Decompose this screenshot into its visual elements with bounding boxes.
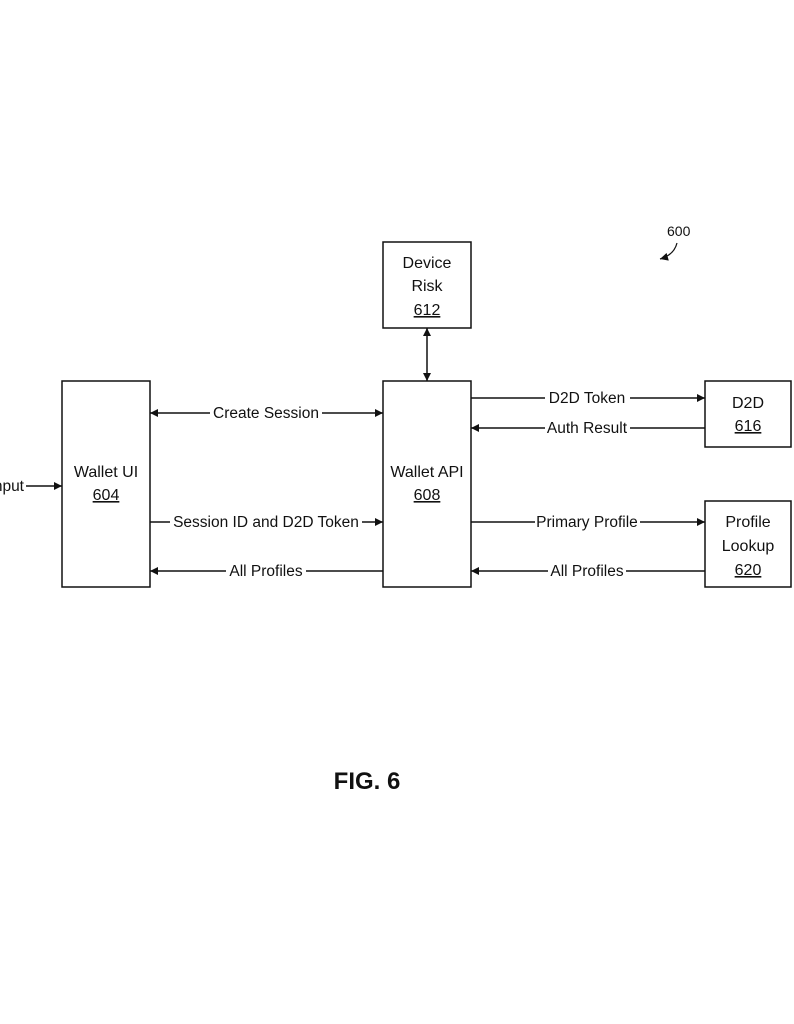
profile-lookup-box[interactable] (704, 500, 792, 588)
node-wallet-api[interactable]: Wallet API 608 (382, 380, 472, 588)
reference-arrow-icon (659, 242, 678, 261)
device-risk-name-line1: Device (403, 255, 452, 272)
reference-numeral-text: 600 (667, 223, 691, 239)
wallet-api-name: Wallet API (390, 464, 463, 481)
d2d-token-label: D2D Token (549, 390, 625, 407)
profile-lookup-name-line1: Profile (725, 514, 770, 531)
d2d-name: D2D (732, 395, 764, 412)
edge-auth-result: Auth Result (471, 420, 705, 437)
device-risk-number: 612 (414, 302, 441, 319)
edge-d2d-token: D2D Token (471, 390, 705, 407)
wallet-ui-name: Wallet UI (74, 464, 138, 481)
d2d-number: 616 (735, 418, 762, 435)
primary-profile-label: Primary Profile (536, 514, 638, 531)
node-wallet-ui[interactable]: Wallet UI 604 (61, 380, 151, 588)
node-device-risk[interactable]: Device Risk 612 (382, 241, 472, 329)
node-profile-lookup[interactable]: Profile Lookup 620 (704, 500, 792, 588)
wallet-ui-box[interactable] (61, 380, 151, 588)
d2d-box[interactable] (704, 380, 792, 448)
profile-lookup-number: 620 (735, 562, 762, 579)
edge-all-profiles-left: All Profiles (150, 563, 383, 580)
figure-caption: FIG. 6 (334, 768, 401, 795)
session-token-label: Session ID and D2D Token (173, 514, 359, 531)
edge-create-session: Create Session (150, 405, 383, 422)
edge-primary-profile: Primary Profile (471, 514, 705, 531)
edge-session-id-token: Session ID and D2D Token (150, 514, 383, 531)
reference-numeral-600: 600 (659, 223, 691, 261)
wallet-api-number: 608 (414, 487, 441, 504)
all-profiles-left-label: All Profiles (229, 563, 302, 580)
input-label: Input (0, 478, 25, 495)
auth-result-label: Auth Result (547, 420, 628, 437)
wallet-api-box[interactable] (382, 380, 472, 588)
profile-lookup-name-line2: Lookup (722, 538, 775, 555)
input-edge: Input (0, 478, 62, 495)
wallet-ui-number: 604 (93, 487, 120, 504)
create-session-label: Create Session (213, 405, 319, 422)
all-profiles-right-label: All Profiles (550, 563, 623, 580)
device-risk-name-line2: Risk (411, 278, 443, 295)
edge-all-profiles-right: All Profiles (471, 563, 705, 580)
node-d2d[interactable]: D2D 616 (704, 380, 792, 448)
